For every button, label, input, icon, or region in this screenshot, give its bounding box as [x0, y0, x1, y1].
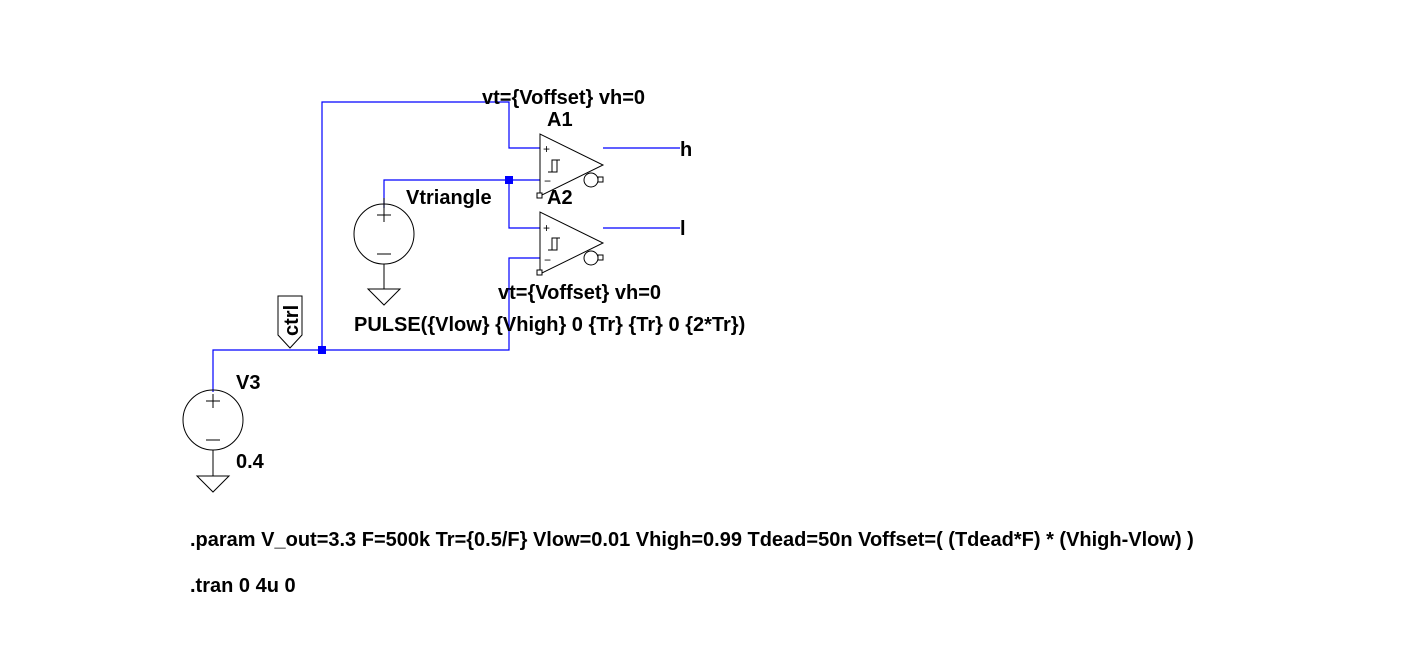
ctrl-net-label[interactable]: ctrl — [277, 295, 303, 349]
ctrl-net-label-text: ctrl — [281, 305, 303, 336]
a2-gnd-pin — [536, 269, 543, 276]
junction-dot-triangle — [505, 176, 513, 184]
a1-name-label[interactable]: A1 — [547, 109, 573, 131]
param-directive[interactable]: .param V_out=3.3 F=500k Tr={0.5/F} Vlow=… — [190, 529, 1194, 551]
a2-comparator[interactable]: + − — [536, 211, 605, 276]
output-h-label[interactable]: h — [680, 139, 692, 161]
wire-junction-to-a2-plus[interactable] — [508, 180, 540, 229]
wire-v3-to-ctrl[interactable] — [212, 349, 322, 392]
v3-voltage-source[interactable] — [182, 389, 244, 493]
a2-params-label[interactable]: vt={Voffset} vh=0 — [498, 282, 661, 304]
a1-params-label[interactable]: vt={Voffset} vh=0 — [482, 87, 645, 109]
a1-hysteresis-icon-2 — [550, 160, 558, 173]
output-l-label[interactable]: l — [680, 218, 686, 240]
vtriangle-name-label[interactable]: Vtriangle — [406, 187, 492, 209]
a1-plus-sign: + — [543, 142, 550, 156]
vtriangle-voltage-source[interactable] — [353, 198, 415, 306]
a2-minus-sign: − — [544, 253, 551, 267]
wire-ctrl-to-a2-minus[interactable] — [322, 257, 540, 351]
ctrl-label-flag-shape — [277, 295, 303, 349]
wires — [212, 101, 680, 392]
a2-plus-sign: + — [543, 221, 550, 235]
a1-comparator[interactable]: + − — [536, 133, 605, 199]
a1-triangle-body — [539, 133, 605, 197]
a2-aux-pin — [597, 254, 604, 261]
junction-dot-ctrl — [318, 346, 326, 354]
wire-ctrl-to-a1-plus[interactable] — [321, 101, 540, 350]
a1-aux-pin — [597, 176, 604, 183]
tran-directive[interactable]: .tran 0 4u 0 — [190, 575, 296, 597]
a2-triangle-body — [539, 211, 605, 275]
a1-minus-sign: − — [544, 174, 551, 188]
a2-name-label[interactable]: A2 — [547, 187, 573, 209]
a1-enable-bubble — [583, 172, 599, 188]
a1-gnd-pin — [536, 192, 543, 199]
v3-name-label[interactable]: V3 — [236, 372, 260, 394]
a2-hysteresis-icon-2 — [550, 238, 558, 251]
v3-value-label[interactable]: 0.4 — [236, 451, 265, 473]
vtriangle-value-label[interactable]: PULSE({Vlow} {Vhigh} 0 {Tr} {Tr} 0 {2*Tr… — [354, 314, 745, 336]
vtriangle-ground-icon — [366, 288, 402, 306]
v3-ground-icon — [195, 475, 231, 493]
a2-enable-bubble — [583, 250, 599, 266]
